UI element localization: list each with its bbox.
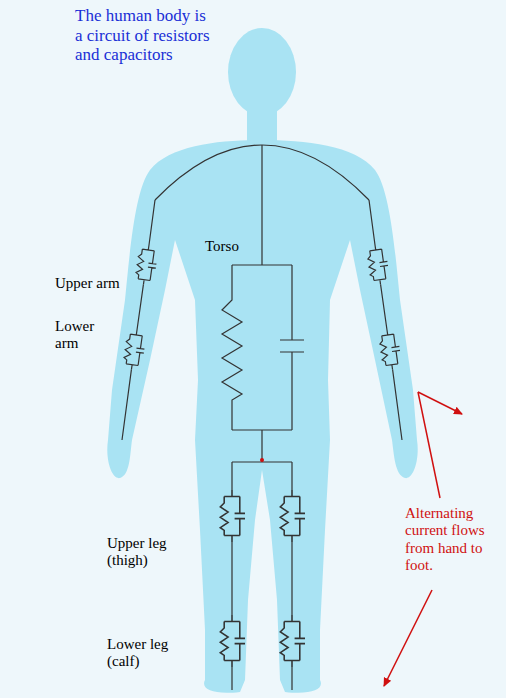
part-label: Upper leg (thigh) [107, 535, 195, 570]
part-label: Lower arm [55, 318, 100, 353]
circuit-wires [122, 145, 402, 690]
current-arrow [384, 392, 462, 686]
current-note: Alternating current flows from hand to f… [405, 505, 501, 574]
part-label: Torso [205, 238, 255, 255]
resistor-capacitor-pair [123, 244, 403, 667]
part-label: Lower leg (calf) [107, 636, 195, 671]
title-note: The human body is a circuit of resistors… [75, 6, 215, 65]
part-label: Upper arm [55, 275, 135, 292]
junction-dot [260, 458, 264, 462]
body-silhouette [107, 28, 417, 693]
